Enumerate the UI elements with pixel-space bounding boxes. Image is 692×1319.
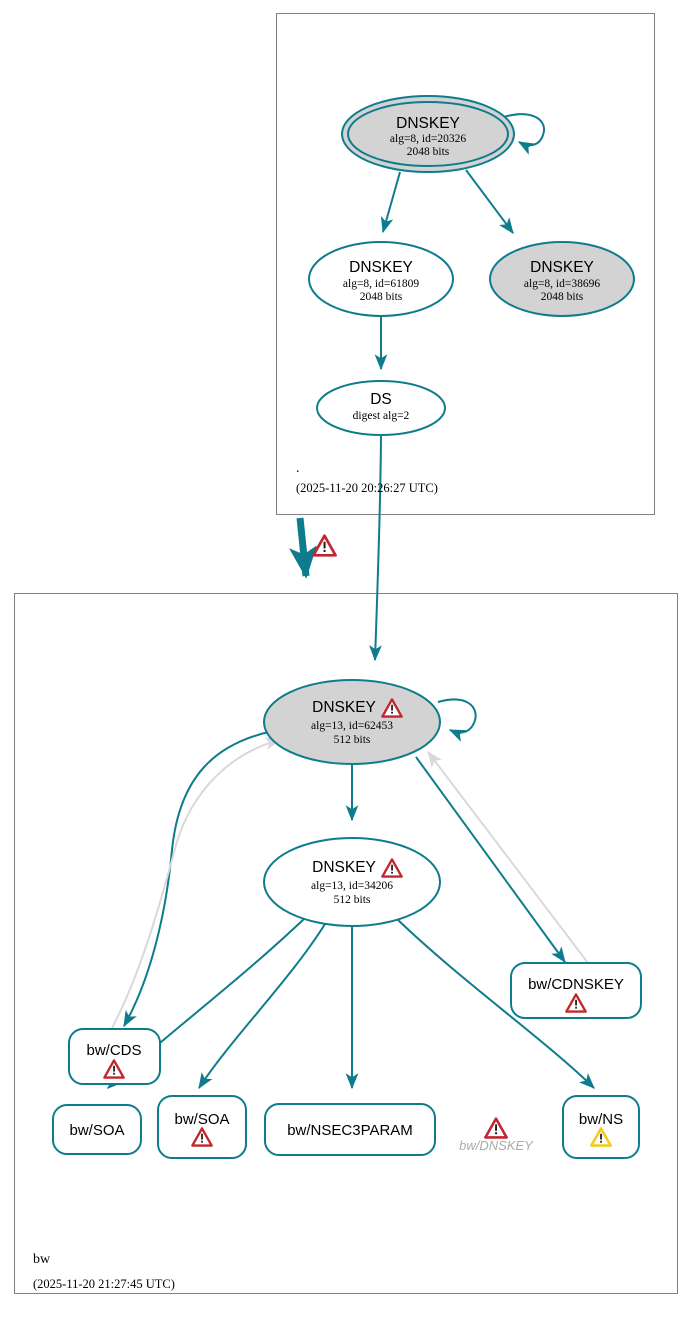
node-61809-alg: alg=8, id=61809 [343,278,419,290]
node-61809-bits: 2048 bits [360,291,403,303]
node-root-ksk-alg: alg=8, id=20326 [390,133,466,145]
zone-label-bw-name: bw [33,1252,51,1267]
delegation-warning-error-icon [312,534,337,557]
node-root-dnskey-38696[interactable]: DNSKEY alg=8, id=38696 2048 bits [489,241,635,317]
node-38696-title: DNSKEY [530,259,594,276]
node-bw-dnskey-62453[interactable]: DNSKEY alg=13, id=62453 512 bits [263,679,441,765]
node-root-dnskey-61809[interactable]: DNSKEY alg=8, id=61809 2048 bits [308,241,454,317]
node-root-ds[interactable]: DS digest alg=2 [316,380,446,436]
node-62453-alg: alg=13, id=62453 [311,720,393,732]
node-62453-bits: 512 bits [334,734,371,746]
node-bw-cdnskey-label: bw/CDNSKEY [528,976,624,993]
node-root-ksk-bits: 2048 bits [407,146,450,158]
node-root-ksk-dnskey-20326[interactable]: DNSKEY alg=8, id=20326 2048 bits [341,95,515,173]
node-bw-ns[interactable]: bw/NS [562,1095,640,1159]
node-34206-title: DNSKEY [312,859,376,876]
node-bw-cdnskey[interactable]: bw/CDNSKEY [510,962,642,1019]
node-bw-soa-1[interactable]: bw/SOA [52,1104,142,1155]
node-bw-dnskey-ghost: bw/DNSKEY [459,1117,534,1153]
node-ds-title: DS [370,391,392,408]
node-bw-soa-2[interactable]: bw/SOA [157,1095,247,1159]
zone-label-root-timestamp: (2025-11-20 20:26:27 UTC) [296,481,438,495]
zone-label-root-name: . [296,461,300,476]
edge-bw-zsk-to-soa-2 [198,923,326,1090]
node-bw-nsec3param[interactable]: bw/NSEC3PARAM [264,1103,436,1156]
node-root-ksk-title: DNSKEY [396,115,460,132]
edge-bw-zsk-to-ns [395,917,595,1089]
node-bw-cds[interactable]: bw/CDS [68,1028,161,1085]
zone-label-bw-timestamp: (2025-11-20 21:27:45 UTC) [33,1277,175,1291]
node-bw-dnskey-34206[interactable]: DNSKEY alg=13, id=34206 512 bits [263,837,441,927]
node-bw-soa-1-label: bw/SOA [69,1122,124,1139]
edge-root-ksk-to-38696 [465,169,514,234]
node-62453-title: DNSKEY [312,699,376,716]
edge-root-ksk-self [499,113,545,155]
node-38696-bits: 2048 bits [541,291,584,303]
node-bw-ns-label: bw/NS [579,1111,623,1128]
edge-delegation-root-to-bw [289,517,317,579]
node-61809-title: DNSKEY [349,259,413,276]
edge-bw-ksk-self [437,698,477,742]
edge-ds-to-bw-ksk [369,426,382,662]
node-bw-dnskey-ghost-label: bw/DNSKEY [459,1138,534,1153]
edge-bw-cdnskey-to-ksk [427,751,589,964]
node-ds-digest: digest alg=2 [353,410,410,422]
node-bw-cds-label: bw/CDS [86,1042,141,1059]
edge-root-ksk-to-61809 [380,171,401,234]
node-bw-soa-2-label: bw/SOA [174,1111,229,1128]
edge-bw-cds-to-ksk [111,737,282,1029]
node-38696-alg: alg=8, id=38696 [524,278,600,290]
node-34206-alg: alg=13, id=34206 [311,880,393,892]
node-34206-bits: 512 bits [334,894,371,906]
edge-bw-ksk-to-cds [123,730,274,1028]
edge-bw-ksk-to-cdnskey [415,756,566,963]
node-bw-nsec3param-label: bw/NSEC3PARAM [287,1122,413,1139]
